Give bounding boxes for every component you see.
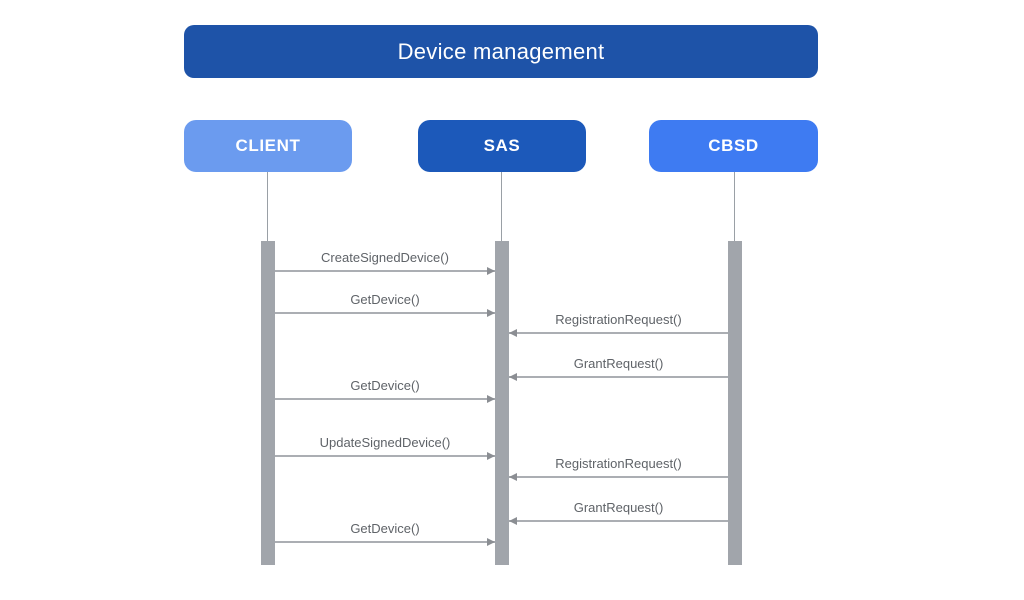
- message-get-device-2: GetDevice(): [275, 378, 495, 403]
- actor-client-label: CLIENT: [235, 136, 301, 155]
- message-registration-request-2: RegistrationRequest(): [509, 456, 728, 481]
- message-get-device-3: GetDevice(): [275, 521, 495, 546]
- activation-bar-sas: [495, 241, 509, 565]
- message-grant-request-1: GrantRequest(): [509, 356, 728, 381]
- actor-sas-label: SAS: [483, 136, 521, 155]
- arrow-left-icon: [509, 329, 728, 337]
- arrow-left-icon: [509, 373, 728, 381]
- diagram-title-label: Device management: [397, 38, 605, 64]
- actor-sas: SAS: [418, 120, 586, 172]
- arrow-right-icon: [275, 538, 495, 546]
- message-label: GetDevice(): [350, 378, 420, 393]
- message-get-device-1: GetDevice(): [275, 292, 495, 317]
- message-label: GrantRequest(): [573, 500, 664, 515]
- activation-bar-client: [261, 241, 275, 565]
- activation-bar-cbsd: [728, 241, 742, 565]
- message-create-signed-device: CreateSignedDevice(): [275, 250, 495, 275]
- message-label: RegistrationRequest(): [555, 456, 682, 471]
- message-label: RegistrationRequest(): [555, 312, 682, 327]
- arrow-right-icon: [275, 267, 495, 275]
- arrow-left-icon: [509, 517, 728, 525]
- message-update-signed-device: UpdateSignedDevice(): [275, 435, 495, 460]
- arrow-right-icon: [275, 452, 495, 460]
- lifeline-cbsd: [734, 172, 735, 241]
- arrow-right-icon: [275, 395, 495, 403]
- message-label: GrantRequest(): [573, 356, 664, 371]
- message-label: GetDevice(): [350, 292, 420, 307]
- message-label: CreateSignedDevice(): [321, 250, 449, 265]
- arrow-left-icon: [509, 473, 728, 481]
- message-registration-request-1: RegistrationRequest(): [509, 312, 728, 337]
- message-label: UpdateSignedDevice(): [319, 435, 451, 450]
- actor-cbsd-label: CBSD: [708, 136, 759, 155]
- lifeline-sas: [501, 172, 502, 241]
- actor-client: CLIENT: [184, 120, 352, 172]
- arrow-right-icon: [275, 309, 495, 317]
- diagram-title: Device management: [184, 25, 818, 78]
- lifeline-client: [267, 172, 268, 241]
- actor-cbsd: CBSD: [649, 120, 818, 172]
- message-grant-request-2: GrantRequest(): [509, 500, 728, 525]
- message-label: GetDevice(): [350, 521, 420, 536]
